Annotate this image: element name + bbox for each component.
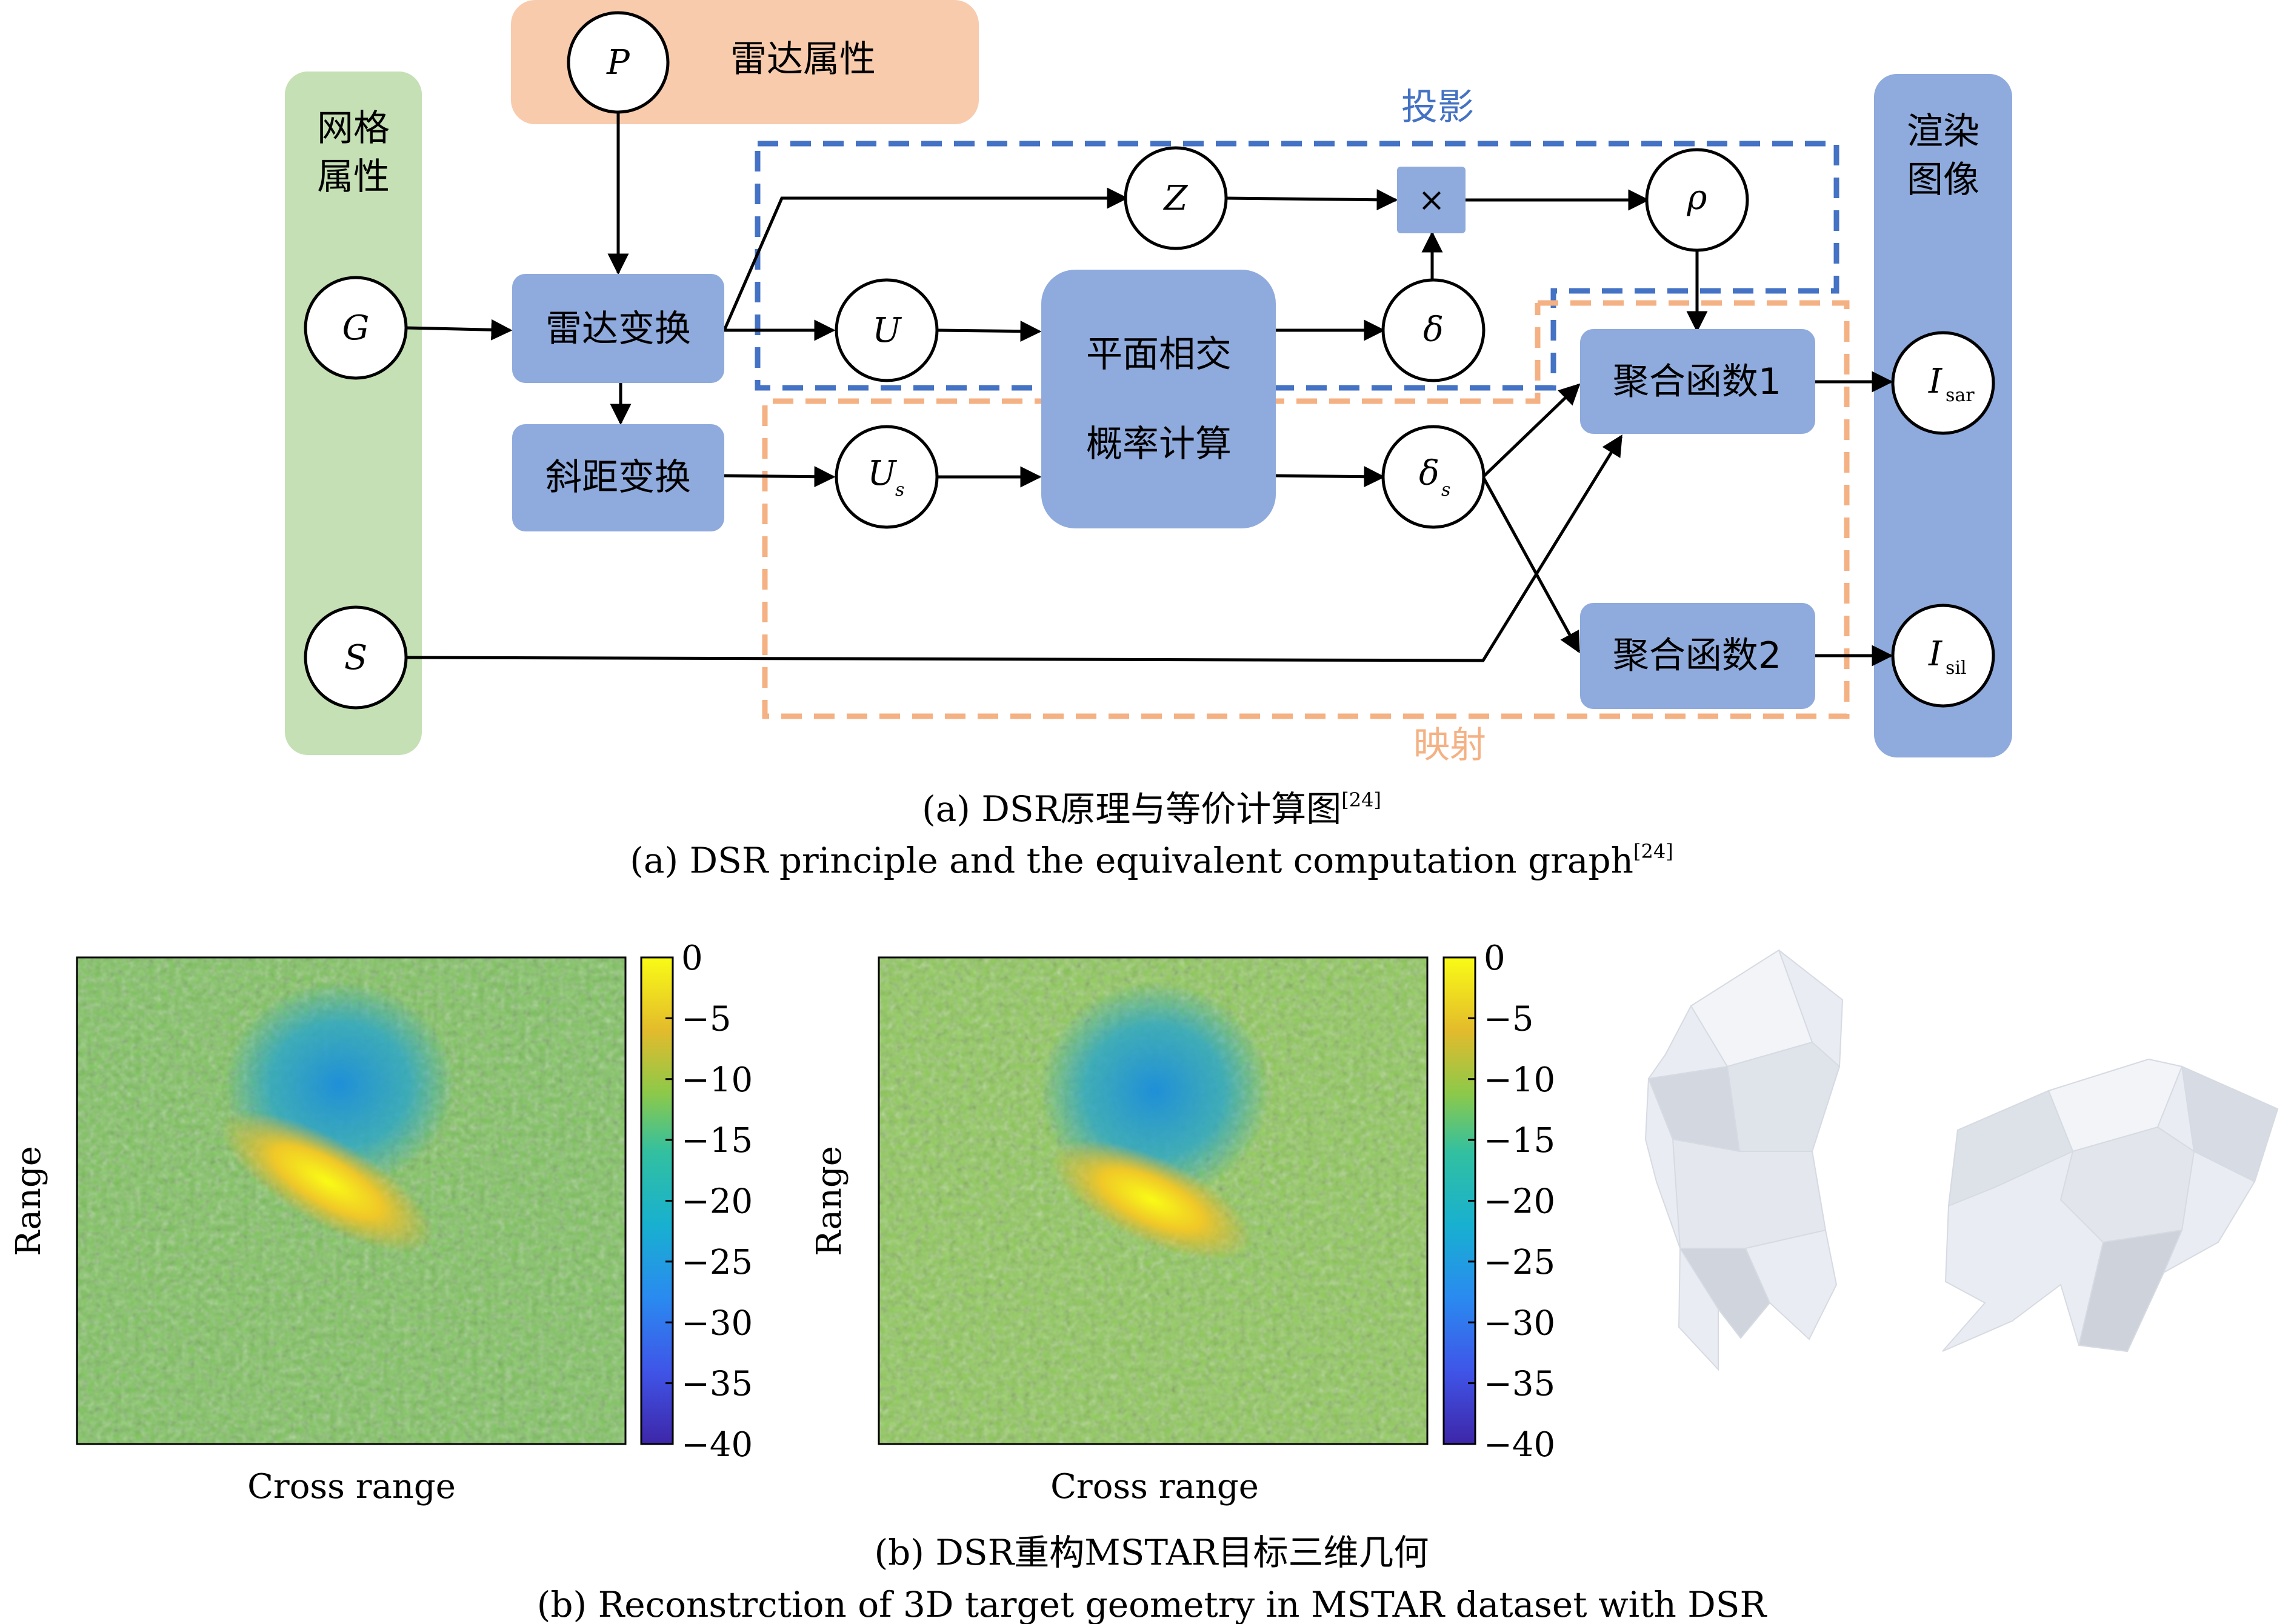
aggregation-1-box: [1580, 329, 1815, 434]
arrow-slant-to-us: [724, 466, 836, 488]
node-u-label: U: [872, 311, 902, 350]
reconstructed-geometry-view-1: [1644, 949, 1844, 1371]
variable-nodes: [304, 11, 1995, 710]
colorbar-tick-label: −15: [1484, 1121, 1555, 1160]
node-p-label: P: [606, 43, 630, 82]
node-us: [835, 425, 939, 529]
caption-a-chinese: (a) DSR原理与等价计算图[24]: [922, 788, 1381, 830]
times-box: [1397, 167, 1466, 233]
node-rho: [1645, 148, 1749, 252]
arrow-g-to-radar-transform: [405, 319, 513, 341]
node-s: [304, 605, 408, 710]
colorbar-tick-label: −25: [681, 1243, 753, 1282]
mesh-properties-label-2: 属性: [317, 156, 390, 198]
arrow-deltas-to-agg1: [1482, 383, 1581, 478]
mesh-properties-label-1: 网格: [317, 107, 390, 150]
node-isar: [1891, 331, 1995, 435]
node-g: [304, 276, 408, 380]
plane-intersection-box: [1041, 270, 1276, 528]
node-rho-label: ρ: [1687, 178, 1707, 218]
node-deltas-subscript: s: [1441, 479, 1450, 501]
node-isar-subscript: sar: [1946, 385, 1975, 406]
node-isil-subscript: sil: [1946, 657, 1967, 679]
node-deltas-label: δ: [1419, 454, 1439, 493]
node-g-label: G: [342, 308, 370, 348]
node-p: [567, 11, 670, 114]
aggregation-2-label: 聚合函数2: [1613, 634, 1781, 677]
caption-b-english: (b) Reconstrction of 3D target geometry …: [537, 1584, 1768, 1624]
node-isar-label: I: [1928, 362, 1943, 401]
node-isil: [1891, 604, 1995, 708]
node-us-label: U: [867, 454, 897, 493]
arrow-u-to-plane: [937, 321, 1042, 342]
colorbar-tick-label: −20: [681, 1182, 753, 1222]
slant-transform-box: [512, 424, 724, 531]
colorbar-tick-label: −5: [681, 999, 732, 1039]
aggregation-1-label: 聚合函数1: [1613, 361, 1781, 403]
arrow-z-to-times: [1225, 189, 1398, 211]
colorbar-tick-label: −40: [681, 1425, 753, 1465]
sar-1-xlabel: Cross range: [247, 1467, 456, 1506]
colorbar-tick-label: −25: [1484, 1243, 1555, 1282]
reconstructed-geometry-view-2: [1942, 1058, 2279, 1353]
node-z-label: Z: [1163, 179, 1189, 218]
colorbar-tick-label: 0: [681, 939, 703, 978]
sar-image-measured: [76, 956, 627, 1445]
colorbar-tick-label: 0: [1484, 939, 1506, 978]
sar-1-ylabel: Range: [9, 1146, 48, 1256]
colorbar-tick-label: −10: [1484, 1060, 1555, 1100]
colorbar-tick-label: −15: [681, 1121, 753, 1160]
node-z: [1124, 146, 1228, 250]
caption-b-chinese: (b) DSR重构MSTAR目标三维几何: [875, 1532, 1429, 1573]
radar-transform-box: [512, 274, 724, 383]
times-symbol: ×: [1418, 181, 1445, 219]
sar-image-rendered: [878, 956, 1429, 1445]
colorbar-tick-label: −5: [1484, 999, 1534, 1039]
colorbar-tick-label: −35: [681, 1365, 753, 1404]
arrow-radar-to-z: [722, 187, 1129, 331]
slant-transform-label: 斜距变换: [545, 456, 691, 499]
mapping-region: [762, 300, 1850, 719]
sar-2-ylabel: Range: [810, 1146, 849, 1256]
node-us-subscript: s: [895, 479, 904, 501]
mesh-properties-panel: [285, 72, 422, 755]
radar-transform-label: 雷达变换: [545, 308, 691, 350]
projection-label: 投影: [1401, 86, 1474, 128]
aggregation-2-box: [1580, 603, 1815, 709]
arrow-s-to-agg1: [405, 434, 1623, 662]
colorbar-tick-label: −40: [1484, 1425, 1555, 1465]
arrow-plane-to-deltas: [1275, 466, 1386, 488]
radar-properties-label: 雷达属性: [730, 38, 876, 81]
caption-a-english: (a) DSR principle and the equivalent com…: [630, 840, 1673, 881]
colorbar-tick-label: −30: [1484, 1303, 1555, 1343]
diagram-arrows: [405, 85, 1893, 667]
node-isil-label: I: [1928, 634, 1943, 674]
rendered-image-label-2: 图像: [1907, 159, 1979, 201]
node-delta: [1381, 278, 1486, 382]
node-u: [835, 278, 939, 382]
colorbar-2-ticks: 0 −5 −10 −15 −20 −25 −30 −35 −40: [1468, 939, 1555, 1465]
colorbar-tick-label: −10: [681, 1060, 753, 1100]
node-s-label: S: [344, 638, 367, 677]
colorbar-tick-label: −35: [1484, 1365, 1555, 1404]
probability-calc-label: 概率计算: [1086, 423, 1232, 465]
colorbar-1-ticks: 0 −5 −10 −15 −20 −25 −30 −35 −40: [665, 939, 753, 1465]
node-delta-label: δ: [1423, 310, 1444, 350]
node-deltas: [1381, 425, 1486, 529]
plane-intersection-label: 平面相交: [1086, 333, 1232, 376]
rendered-image-label-1: 渲染: [1907, 110, 1979, 153]
projection-region: [755, 141, 1839, 391]
colorbar-tick-label: −20: [1484, 1182, 1555, 1222]
colorbar-tick-label: −30: [681, 1303, 753, 1343]
sar-2-xlabel: Cross range: [1050, 1467, 1259, 1506]
arrow-deltas-to-agg2: [1481, 476, 1581, 654]
mapping-label: 映射: [1413, 724, 1486, 767]
